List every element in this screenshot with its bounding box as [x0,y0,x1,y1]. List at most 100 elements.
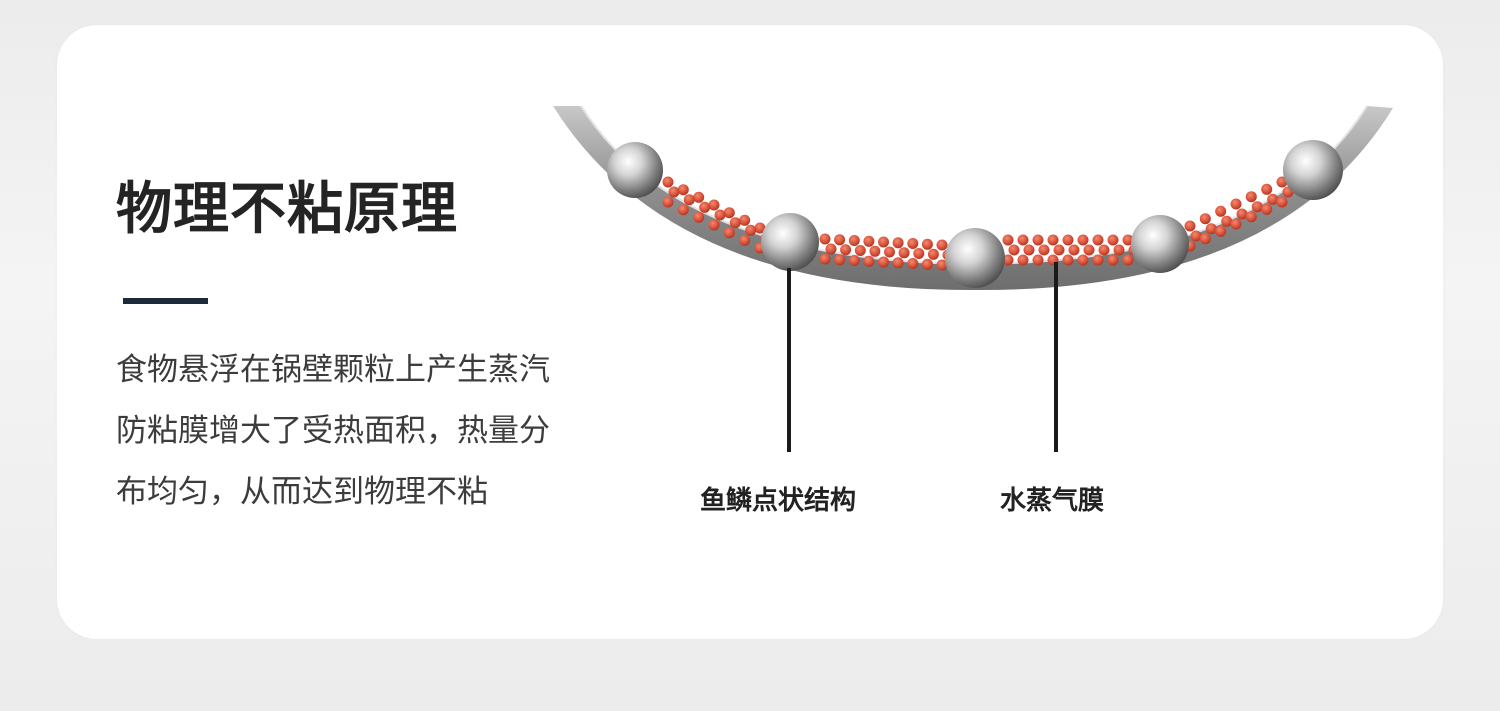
steam-particle [1261,183,1273,195]
steam-particle [668,186,680,198]
steam-particle [729,217,741,229]
steam-particle [739,214,751,226]
label-steam-film: 水蒸气膜 [1000,486,1105,516]
description-line: 食物悬浮在锅壁颗粒上产生蒸汽 [116,352,550,388]
content-card [57,25,1443,639]
steam-particle [848,235,860,246]
steam-particle [1245,211,1257,223]
steam-particle [1023,244,1035,256]
steam-particle [1221,215,1233,227]
description-line: 防粘膜增大了受热面积，热量分 [116,413,550,449]
steam-particle [677,204,689,216]
steam-particle [1122,234,1134,246]
steam-particle [693,191,705,203]
steam-particle [699,201,711,213]
steam-particle [840,244,852,256]
steam-particle [913,248,925,259]
steam-particle [1113,244,1125,256]
steam-particle [1107,234,1119,246]
page-title: 物理不粘原理 [116,177,458,242]
steam-particle [892,257,904,269]
steam-particle [884,246,895,258]
steam-particle [1017,234,1029,246]
steam-particle [1122,254,1134,266]
steam-particle [1032,254,1044,266]
steam-particle [683,194,695,206]
steam-particle [1092,254,1104,266]
steam-particle [1236,208,1248,220]
steam-particle [1107,254,1119,266]
steam-particle [921,258,933,270]
steam-particle [863,255,875,267]
steam-particle [819,233,831,245]
steam-particle [1230,198,1242,210]
steam-particle [898,247,910,259]
steam-particle [1062,254,1074,266]
scale-ball [1283,140,1343,200]
steam-particle [708,219,720,231]
steam-particle [677,184,689,196]
steam-particle [834,234,846,246]
steam-particle [1245,191,1257,203]
steam-particle [1215,225,1227,237]
steam-particle [693,211,705,223]
steam-particle [1008,244,1020,256]
steam-particle [714,209,726,221]
steam-particle [1199,213,1211,225]
steam-particle [1190,230,1202,242]
steam-particle [723,207,735,219]
steam-particle [1002,254,1014,266]
scale-ball [1131,215,1189,273]
steam-particle [848,255,860,266]
steam-particle [708,199,720,211]
label-fish-scale-structure: 鱼鳞点状结构 [700,486,857,516]
steam-particle [1002,234,1014,246]
description-line: 布均匀，从而达到物理不粘 [116,474,488,510]
steam-particle [1092,234,1104,246]
steam-particle [936,239,948,251]
steam-particle [1230,218,1242,230]
steam-particle [907,258,919,269]
scale-balls [607,140,1343,288]
steam-particle [1053,244,1065,256]
steam-particle [1184,220,1196,232]
steam-particle [1062,234,1074,246]
steam-particle [834,254,846,266]
steam-particle [892,237,904,249]
steam-particle [1083,244,1095,256]
steam-particle [1205,223,1217,235]
steam-particle [1038,244,1050,256]
steam-particle [1276,196,1288,208]
steam-particle [869,245,881,257]
steam-particle [1267,193,1279,205]
scale-ball [945,228,1005,288]
steam-particle [878,236,889,248]
steam-particle [863,235,875,247]
steam-particle [878,256,889,268]
steam-particle [723,227,735,239]
steam-particle [1047,234,1059,246]
steam-particle [739,234,751,246]
steam-particle [1199,233,1211,245]
steam-particle [1077,254,1089,266]
steam-particle [1068,244,1080,256]
nonstick-diagram [553,105,1393,452]
steam-particle [662,176,674,188]
steam-particle [662,196,674,208]
steam-particle [936,259,948,271]
steam-particle [1251,201,1263,213]
steam-particle [907,238,919,249]
steam-particle [1098,244,1110,256]
steam-particles [662,176,1294,271]
scale-ball [607,142,663,198]
steam-particle [921,238,933,250]
steam-particle [1017,254,1029,266]
steam-particle [754,222,766,234]
steam-particle [1077,234,1089,246]
steam-particle [854,245,866,256]
steam-particle [745,224,757,236]
steam-particle [819,253,831,265]
steam-particle [927,248,939,260]
description-block: 食物悬浮在锅壁颗粒上产生蒸汽 防粘膜增大了受热面积，热量分 布均匀，从而达到物理… [116,340,596,523]
steam-particle [1215,205,1227,217]
